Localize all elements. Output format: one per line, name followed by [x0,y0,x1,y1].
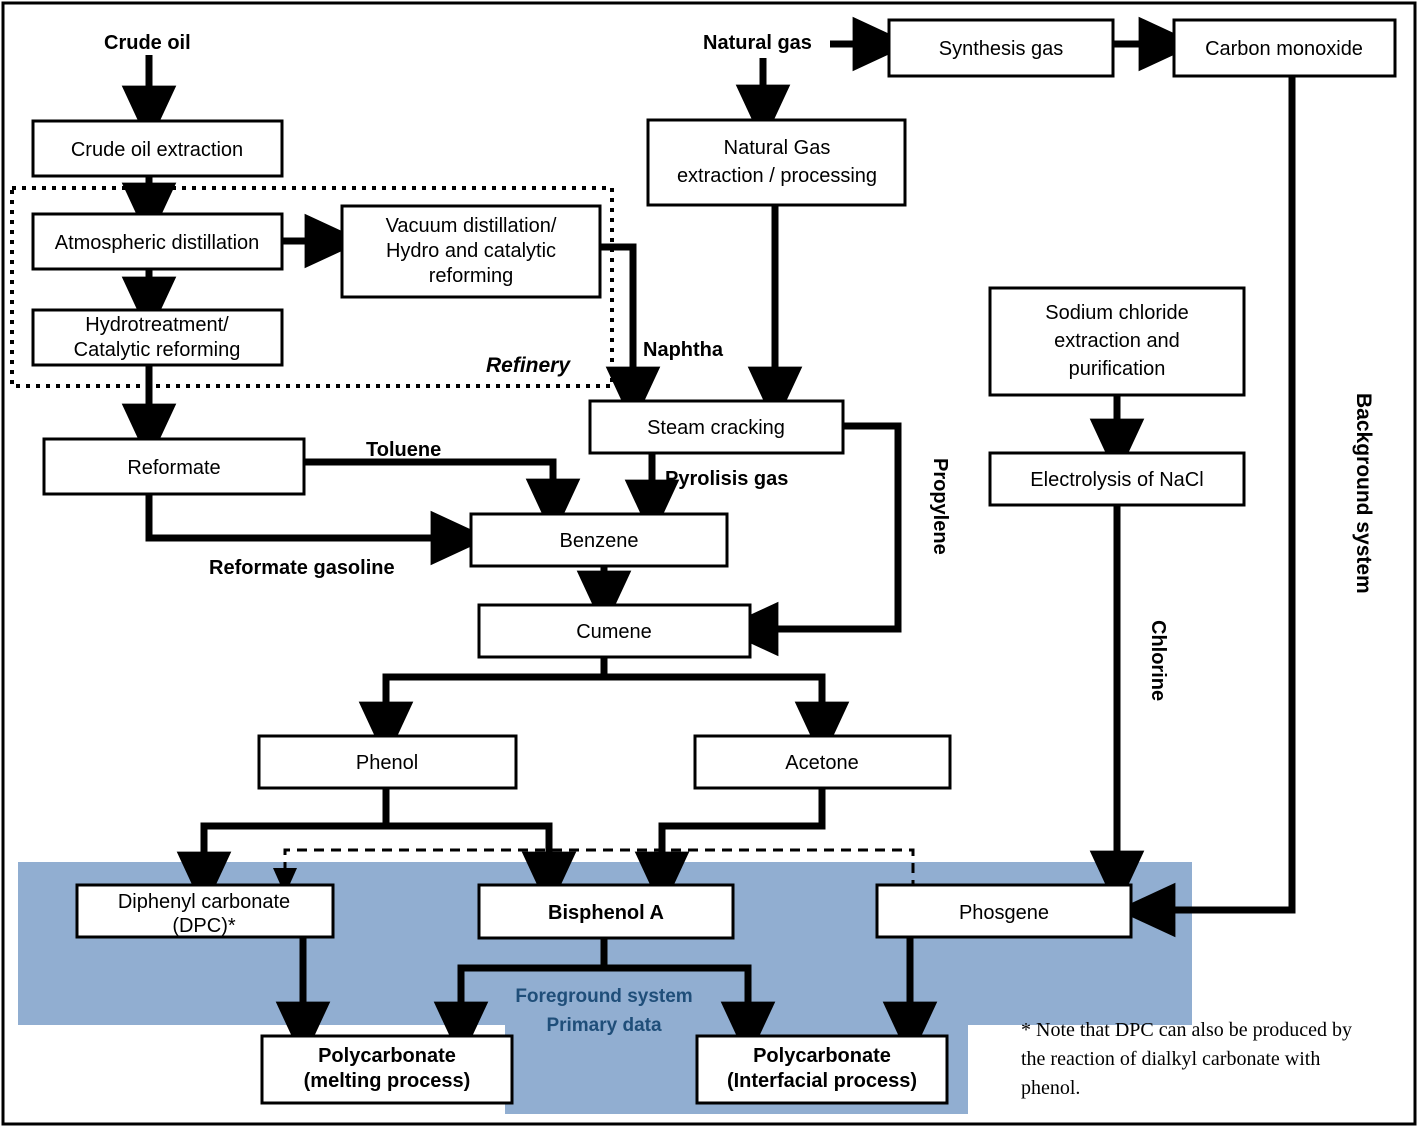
label-sodium-chloride-line3: purification [1069,358,1166,380]
label-natural-gas-extraction-line1: Natural Gas [724,137,831,159]
box-steam-cracking[interactable] [588,399,845,455]
label-carbon-monoxide: Carbon monoxide [1205,38,1363,60]
label-natural-gas-extraction-line2: extraction / processing [677,165,877,187]
dashed-link-phosgene-to-dpc [273,848,915,895]
footnote-line-2: the reaction of dialkyl carbonate with [1021,1048,1320,1070]
box-polycarbonate-melting[interactable] [260,1034,514,1105]
arrow-naphtha-to-steam-cracking [601,243,661,426]
label-vacuum-distillation-line2: Hydro and catalytic [386,240,556,262]
box-sodium-chloride[interactable] [988,286,1246,397]
label-naphtha: Naphtha [643,339,724,361]
box-synthesis-gas[interactable] [887,18,1115,78]
box-acetone[interactable] [693,734,952,790]
box-polycarbonate-interfacial[interactable] [695,1034,949,1105]
label-polycarbonate-interfacial-line2: (Interfacial process) [727,1070,917,1092]
label-chlorine: Chlorine [1147,620,1169,701]
arrow-bisphenol-a-to-polycarbonate-interfacial [604,964,776,1061]
label-pyrolisis-gas: Pyrolisis gas [665,468,788,490]
box-cumene[interactable] [477,603,752,659]
arrow-toluene-to-benzene [304,458,581,538]
label-polycarbonate-melting-line1: Polycarbonate [318,1045,456,1067]
arrow-bisphenol-a-to-polycarbonate-melting [433,939,608,1061]
label-background-system: Background system [1352,393,1375,594]
label-natural-gas: Natural gas [703,32,812,54]
label-polycarbonate-melting-line2: (melting process) [304,1070,471,1092]
label-sodium-chloride-line1: Sodium chloride [1045,302,1188,324]
arrow-phenol-to-bisphenol-a [386,822,577,911]
arrow-acetone-to-bisphenol-a [634,788,826,911]
box-phenol[interactable] [257,734,518,790]
label-crude-oil-extraction: Crude oil extraction [71,139,243,161]
label-atmospheric-distillation: Atmospheric distillation [55,232,260,254]
box-crude-oil-extraction[interactable] [31,119,284,178]
label-foreground-system-line1: Foreground system [515,986,692,1007]
label-electrolysis-nacl: Electrolysis of NaCl [1030,469,1203,491]
box-electrolysis-nacl[interactable] [988,451,1246,507]
box-bisphenol-a[interactable] [477,883,735,940]
label-hydrotreatment-line1: Hydrotreatment/ [85,314,229,336]
label-propylene: Propylene [929,458,951,555]
box-benzene[interactable] [469,512,729,568]
arrow-propylene-to-cumene [719,422,902,657]
label-reformate: Reformate [127,457,220,479]
box-vacuum-distillation[interactable] [340,204,602,299]
label-steam-cracking: Steam cracking [647,417,785,439]
box-diphenyl-carbonate[interactable] [75,883,335,939]
arrow-reformate-gasoline-to-benzene [145,493,490,566]
box-phosgene[interactable] [875,883,1133,939]
label-crude-oil: Crude oil [104,32,191,54]
label-vacuum-distillation-line3: reforming [429,265,513,287]
box-reformate[interactable] [42,437,306,496]
box-hydrotreatment[interactable] [31,308,284,367]
arrow-phenol-to-dpc [176,788,390,911]
label-benzene: Benzene [560,530,639,552]
arrow-carbon-monoxide-to-phosgene [1116,74,1296,938]
box-natural-gas-extraction[interactable] [646,118,907,207]
refinery-boundary [10,186,614,388]
label-phosgene: Phosgene [959,902,1049,924]
label-bisphenol-a: Bisphenol A [548,902,664,924]
label-reformate-gasoline: Reformate gasoline [209,557,395,579]
label-toluene: Toluene [366,439,441,461]
footnote-line-3: phenol. [1021,1077,1080,1099]
label-synthesis-gas: Synthesis gas [939,38,1064,60]
label-foreground-system-line2: Primary data [546,1015,662,1036]
box-carbon-monoxide[interactable] [1172,18,1397,78]
label-phenol: Phenol [356,752,418,774]
label-polycarbonate-interfacial-line1: Polycarbonate [753,1045,891,1067]
footnote-line-1: * Note that DPC can also be produced by [1021,1019,1352,1041]
arrow-cumene-to-acetone [604,673,850,761]
label-vacuum-distillation-line1: Vacuum distillation/ [386,215,557,237]
label-diphenyl-carbonate-line2: (DPC)* [172,915,236,937]
box-atmospheric-distillation[interactable] [31,212,284,271]
arrow-cumene-to-phenol [358,657,608,761]
label-hydrotreatment-line2: Catalytic reforming [74,339,241,361]
label-refinery: Refinery [486,354,571,377]
label-cumene: Cumene [576,621,652,643]
label-acetone: Acetone [785,752,858,774]
label-sodium-chloride-line2: extraction and [1054,330,1180,352]
label-diphenyl-carbonate-line1: Diphenyl carbonate [118,891,290,913]
